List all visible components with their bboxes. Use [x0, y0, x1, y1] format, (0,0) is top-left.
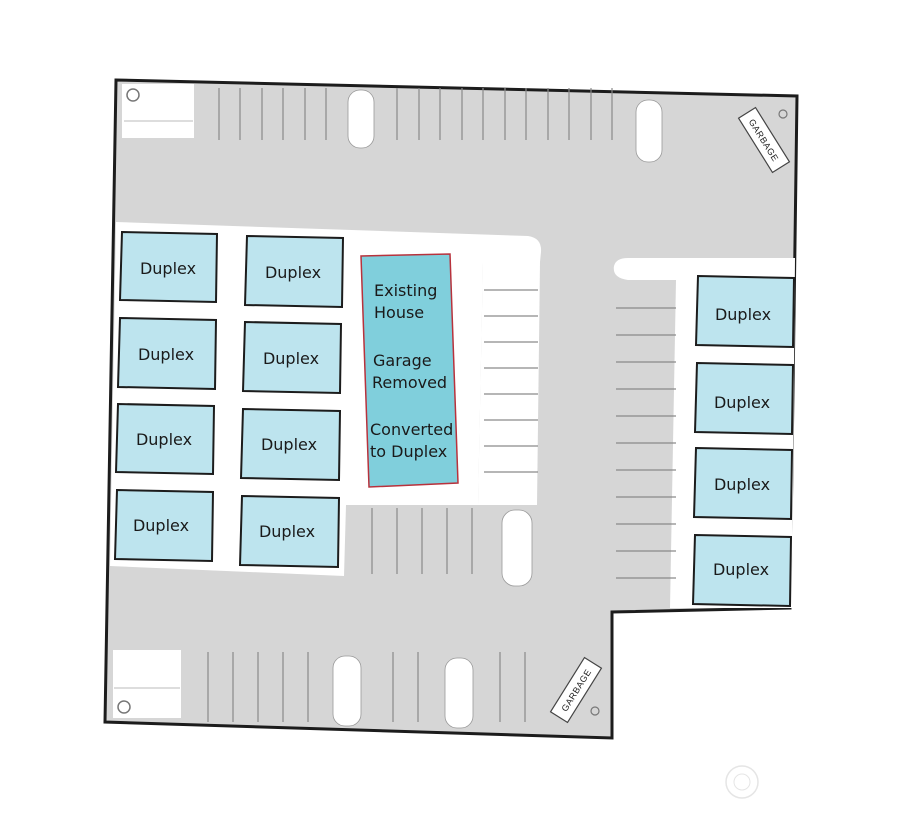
- duplex-label: Duplex: [140, 259, 196, 278]
- duplex-unit: Duplex: [114, 402, 216, 476]
- duplex-unit: Duplex: [113, 488, 215, 563]
- duplex-unit: Duplex: [238, 494, 341, 569]
- duplex-unit: Duplex: [692, 446, 794, 521]
- duplex-label: Duplex: [714, 475, 770, 494]
- duplex-unit: Duplex: [691, 533, 793, 608]
- center-island: [478, 262, 540, 505]
- existing-house-line3: Garage: [373, 351, 432, 370]
- utility-circle: [126, 88, 140, 102]
- duplex-unit: Duplex: [241, 320, 343, 395]
- parking-divider: [332, 655, 362, 727]
- duplex-label: Duplex: [138, 345, 194, 364]
- existing-house-line2: House: [374, 303, 424, 322]
- duplex-unit: Duplex: [693, 361, 795, 436]
- parking-divider: [501, 509, 533, 587]
- duplex-label: Duplex: [136, 430, 192, 449]
- existing-house-line6: to Duplex: [370, 442, 447, 461]
- duplex-label: Duplex: [261, 435, 317, 454]
- existing-house-line4: Removed: [372, 373, 447, 392]
- parking-stripes: [207, 88, 676, 722]
- top-left-pad: [122, 84, 194, 138]
- duplex-label: Duplex: [713, 560, 769, 579]
- duplex-unit: Duplex: [243, 234, 345, 309]
- duplex-label: Duplex: [133, 516, 189, 535]
- watermark-icon: [725, 765, 759, 799]
- parking-divider: [444, 657, 474, 729]
- existing-house-line5: Converted: [370, 420, 453, 439]
- duplex-unit: Duplex: [118, 230, 219, 304]
- duplex-unit: Duplex: [239, 407, 342, 482]
- parking-divider: [347, 89, 375, 149]
- duplex-label: Duplex: [263, 349, 319, 368]
- duplex-unit: Duplex: [694, 274, 796, 349]
- utility-circle: [590, 706, 600, 716]
- bottom-left-pad: [113, 650, 181, 718]
- duplex-label: Duplex: [714, 393, 770, 412]
- duplex-label: Duplex: [715, 305, 771, 324]
- existing-house: Existing House Garage Removed Converted …: [360, 253, 459, 488]
- parking-divider: [635, 99, 663, 163]
- garbage-enclosure: GARBAGE: [549, 656, 603, 724]
- duplex-unit: Duplex: [116, 316, 218, 391]
- duplex-label: Duplex: [265, 263, 321, 282]
- duplex-label: Duplex: [259, 522, 315, 541]
- utility-circle: [778, 109, 788, 119]
- existing-house-line1: Existing: [374, 281, 437, 300]
- utility-circle: [117, 700, 131, 714]
